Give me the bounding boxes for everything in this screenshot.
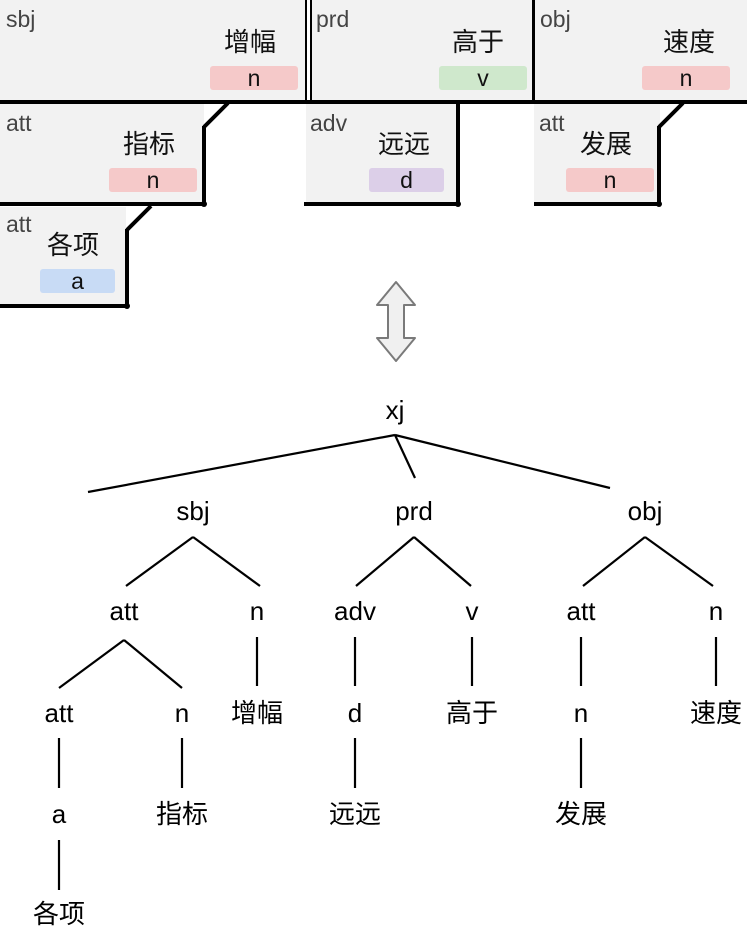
tree-node-adv: adv bbox=[334, 596, 376, 626]
word-gexiang: 各项 bbox=[47, 230, 100, 260]
separator-line bbox=[0, 304, 129, 308]
separator-line bbox=[202, 126, 206, 204]
tree-node-att: att bbox=[566, 596, 596, 626]
pos-tag-fazhan: n bbox=[566, 168, 654, 192]
word-zhibiao: 指标 bbox=[123, 129, 176, 159]
rel-label-adv: adv bbox=[310, 110, 348, 136]
word-sudu: 速度 bbox=[663, 27, 716, 57]
box-connectors bbox=[125, 101, 685, 232]
separator-line bbox=[305, 0, 307, 101]
tree-leaf-fazhan: 发展 bbox=[554, 799, 608, 829]
pos-tag-zhibiao: n bbox=[109, 168, 197, 192]
tree-leaf-zengfu: 增幅 bbox=[230, 698, 284, 728]
separator-line bbox=[657, 126, 661, 204]
separator-line bbox=[304, 202, 460, 206]
word-zengfu: 增幅 bbox=[224, 27, 277, 57]
separator-line bbox=[310, 0, 312, 101]
word-fazhan: 发展 bbox=[580, 129, 633, 159]
separator-line bbox=[534, 202, 661, 206]
tree-node-root: xj bbox=[385, 395, 405, 425]
tree-leaf-sudu: 速度 bbox=[689, 698, 743, 728]
rel-label-obj: obj bbox=[540, 6, 571, 32]
corner-dot bbox=[656, 201, 662, 207]
tree-node-a: a bbox=[51, 799, 67, 829]
tree-leaf-gexiang: 各项 bbox=[32, 899, 86, 929]
rel-label-att: att bbox=[6, 110, 32, 136]
tree-node-obj: obj bbox=[627, 496, 663, 526]
tree-node-d: d bbox=[347, 698, 363, 728]
pos-tag-sudu: n bbox=[642, 66, 730, 90]
separator-line bbox=[0, 100, 747, 104]
tree-node-n: n bbox=[573, 698, 589, 728]
tree-node-sbj: sbj bbox=[176, 496, 210, 526]
pos-tag-gexiang: a bbox=[40, 269, 115, 293]
pos-tag-yuanyuan: d bbox=[369, 168, 444, 192]
rel-label-prd: prd bbox=[316, 6, 350, 32]
tree-node-att: att bbox=[109, 596, 139, 626]
separator-line bbox=[0, 202, 206, 206]
tree-leaf-gaoyu: 高于 bbox=[445, 698, 499, 728]
separator-line bbox=[456, 104, 460, 204]
tree-node-n: n bbox=[174, 698, 190, 728]
tree-leaf-yuanyuan: 远远 bbox=[328, 799, 382, 829]
tree-leaf-zhibiao: 指标 bbox=[155, 799, 209, 829]
rel-label-att: att bbox=[539, 110, 565, 136]
pos-tag-gaoyu: v bbox=[439, 66, 527, 90]
word-gaoyu: 高于 bbox=[452, 27, 505, 57]
tree-node-n: n bbox=[708, 596, 724, 626]
rel-label-att: att bbox=[6, 211, 32, 237]
separator-line bbox=[125, 229, 129, 307]
pos-tag-zengfu: n bbox=[210, 66, 298, 90]
tree-node-att: att bbox=[44, 698, 74, 728]
corner-dot bbox=[124, 303, 130, 309]
separator-line bbox=[532, 0, 535, 101]
corner-dot bbox=[201, 201, 207, 207]
tree-node-prd: prd bbox=[395, 496, 433, 526]
corner-dot bbox=[455, 201, 461, 207]
tree-node-v: v bbox=[465, 596, 479, 626]
tree-node-n: n bbox=[249, 596, 265, 626]
word-yuanyuan: 远远 bbox=[378, 129, 431, 159]
rel-label-sbj: sbj bbox=[6, 6, 36, 32]
